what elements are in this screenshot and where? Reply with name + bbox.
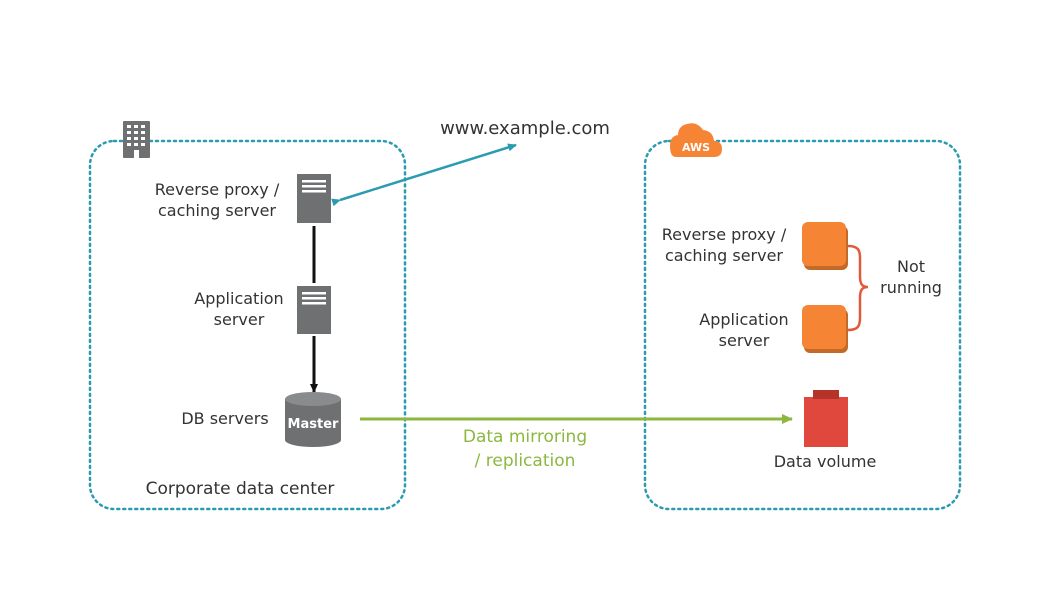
- corporate-boundary: [88, 139, 407, 511]
- corporate-app-label-line2: server: [213, 310, 265, 329]
- not-running-label-line1: Not: [896, 257, 926, 276]
- aws-proxy-label-line1: Reverse proxy /: [661, 225, 787, 244]
- not-running-label-line2: running: [880, 278, 942, 297]
- aws-app-label: Application server: [684, 309, 804, 351]
- url-label: www.example.com: [440, 118, 610, 139]
- corporate-app-label-line1: Application: [194, 289, 284, 308]
- aws-cloud-icon: AWS: [670, 123, 722, 157]
- aws-proxy-label: Reverse proxy / caching server: [648, 224, 800, 266]
- corporate-proxy-label-line1: Reverse proxy /: [154, 180, 280, 199]
- database-icon: Master: [285, 392, 341, 447]
- aws-boundary: [643, 139, 962, 511]
- corporate-title: Corporate data center: [145, 479, 335, 499]
- db-servers-label: DB servers: [181, 409, 269, 428]
- aws-app-label-line2: server: [718, 331, 770, 350]
- building-icon: [123, 121, 150, 158]
- server-icon: [297, 174, 331, 223]
- corporate-app-label: Application server: [180, 288, 298, 330]
- mirroring-label-line2: / replication: [474, 451, 576, 471]
- corporate-proxy-label: Reverse proxy / caching server: [142, 179, 292, 221]
- volume-icon: [804, 390, 848, 447]
- aws-proxy-label-line2: caching server: [664, 246, 783, 265]
- instance-icon: [802, 222, 848, 270]
- corporate-proxy-label-line2: caching server: [157, 201, 276, 220]
- svg-text:AWS: AWS: [682, 141, 710, 154]
- instance-icon: [802, 305, 848, 353]
- server-icon: [297, 286, 331, 334]
- not-running-brace: [847, 244, 869, 332]
- data-volume-label: Data volume: [773, 452, 877, 471]
- aws-app-label-line1: Application: [699, 310, 789, 329]
- mirroring-label: Data mirroring / replication: [440, 425, 610, 473]
- mirroring-label-line1: Data mirroring: [462, 427, 588, 447]
- web-traffic-arrow: [331, 143, 517, 207]
- svg-text:Master: Master: [288, 417, 339, 432]
- not-running-label: Not running: [868, 256, 954, 298]
